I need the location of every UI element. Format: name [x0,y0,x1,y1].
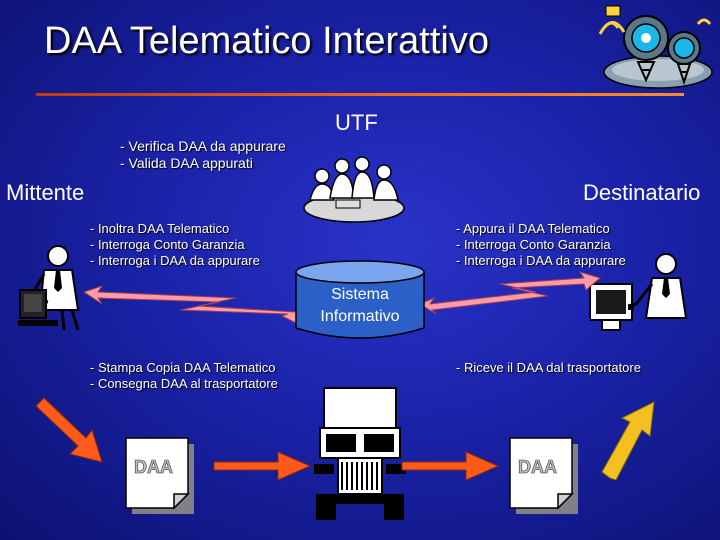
document-label-right: DAA [518,457,557,478]
list-item: - Appura il DAA Telematico [456,221,626,237]
list-item: - Riceve il DAA dal trasportatore [456,360,641,376]
arrow-icon [400,448,500,484]
arrow-icon [600,400,660,480]
satellite-icon [598,4,716,94]
utf-label: UTF [335,110,378,136]
list-item: - Interroga Conto Garanzia [90,237,260,253]
lightning-link-icon [416,270,606,320]
list-item: - Interroga i DAA da appurare [90,253,260,269]
mittente-label: Mittente [6,180,84,206]
page-title: DAA Telematico Interattivo [44,20,489,63]
truck-icon [310,384,410,524]
list-item: - Stampa Copia DAA Telematico [90,360,278,376]
utf-task-list: - Verifica DAA da appurare - Valida DAA … [120,138,286,172]
destinatario-label: Destinatario [583,180,700,206]
arrow-icon [212,448,312,484]
mittente-task-list: - Inoltra DAA Telematico - Interroga Con… [90,221,260,269]
list-item: - Verifica DAA da appurare [120,138,286,155]
list-item: - Inoltra DAA Telematico [90,221,260,237]
sistema-informativo-label: Sistema Informativo [300,284,420,328]
list-item: - Consegna DAA al trasportatore [90,376,278,392]
meeting-people-icon [296,150,412,230]
title-underline [36,93,684,96]
lightning-link-icon [80,270,310,330]
document-label-left: DAA [134,457,173,478]
mittente-delivery-list: - Stampa Copia DAA Telematico - Consegna… [90,360,278,392]
destinatario-delivery-list: - Riceve il DAA dal trasportatore [456,360,641,376]
list-item: - Valida DAA appurati [120,155,286,172]
arrow-icon [34,396,106,466]
